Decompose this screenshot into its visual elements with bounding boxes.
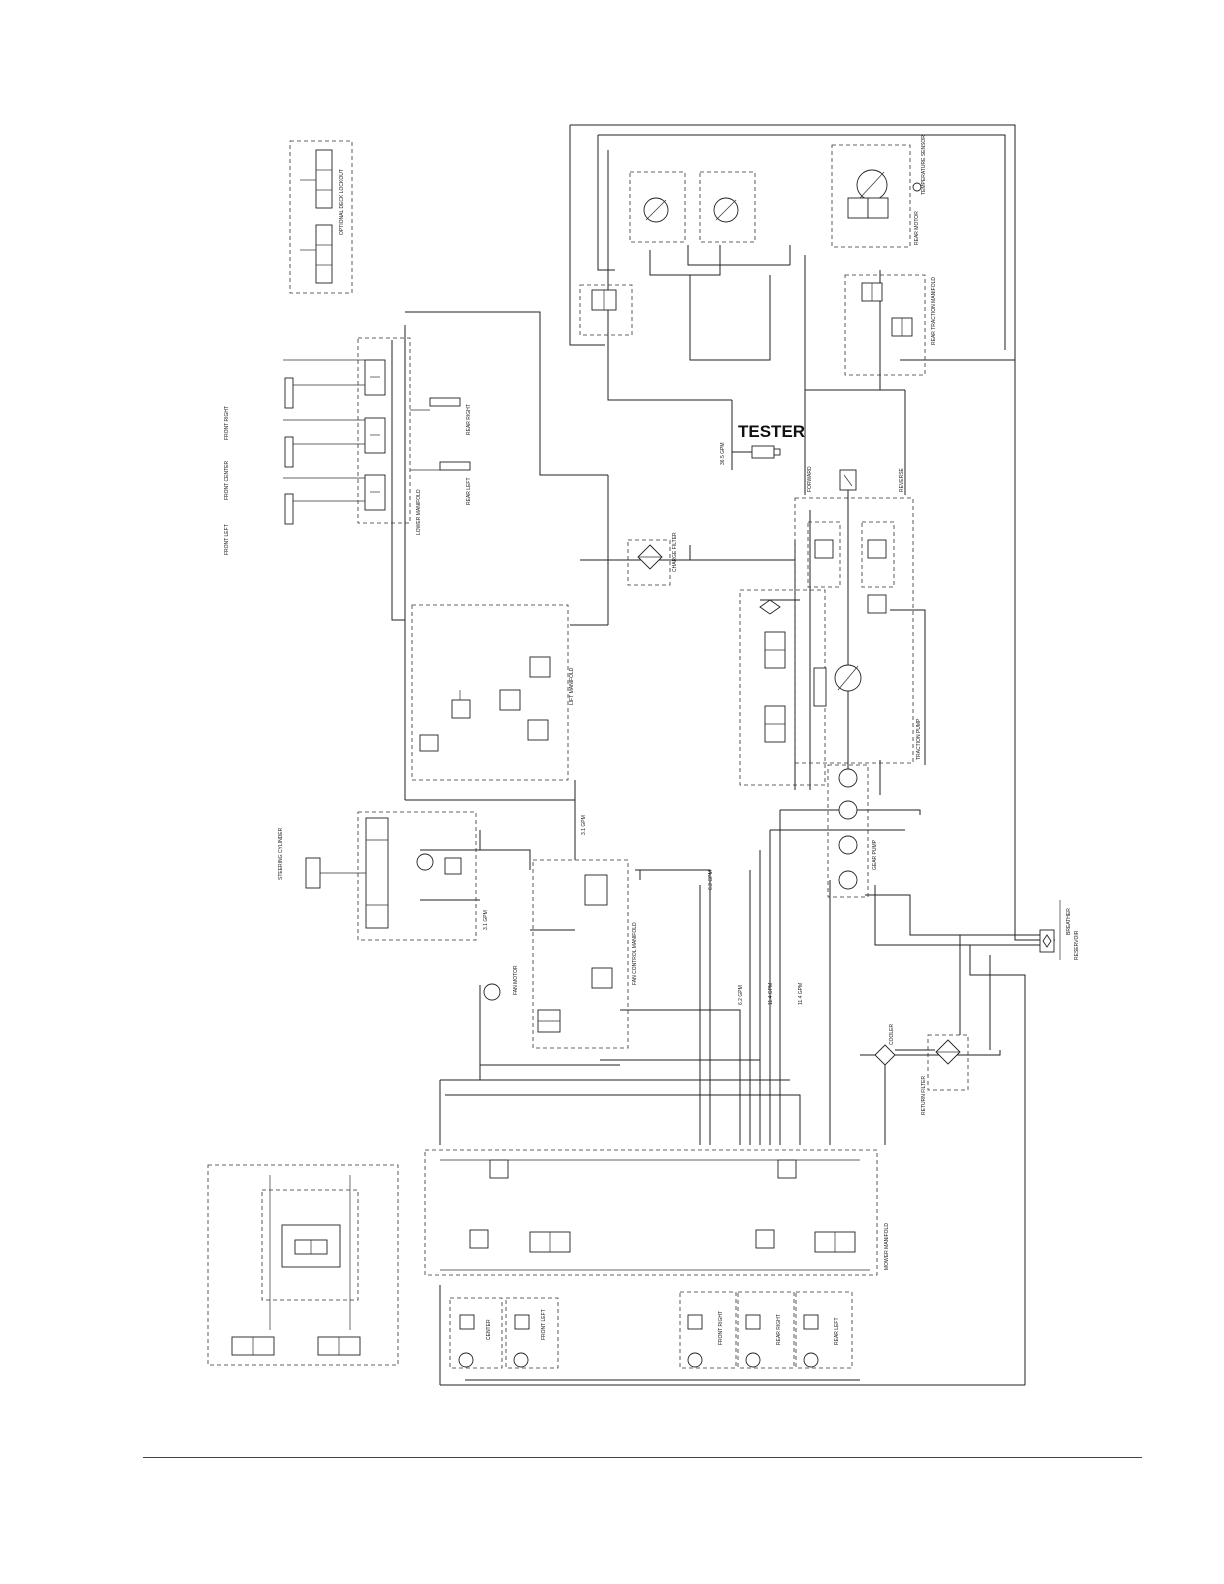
center-deck-label: CENTER — [486, 1319, 492, 1340]
cooler-return-filter: COOLER RETURN FILTER — [874, 1023, 969, 1115]
gear-pump: GEAR PUMP — [827, 764, 878, 898]
optional-deck-lockout-label: OPTIONAL DECK LOCKOUT — [339, 169, 345, 235]
flow-f2: 6.2 GPM — [738, 985, 744, 1005]
mower-motors: CENTER FRONT LEFT FRONT RIGHT REAR RIGHT… — [449, 1291, 853, 1369]
traction-pump: TRACTION PUMP — [739, 469, 922, 786]
rear-left-motor-label: REAR LEFT — [834, 1317, 840, 1345]
tester-icon — [751, 445, 775, 459]
optional-deck-lockout: OPTIONAL DECK LOCKOUT — [289, 140, 353, 294]
fan-control-manifold: FAN MOTOR FAN CONTROL MANIFOLD 6.2 GPM 6… — [483, 859, 804, 1049]
flow-f5: 3.1 GPM — [483, 910, 489, 930]
cooler-icon — [874, 1044, 896, 1066]
rear-left-deck-label: REAR LEFT — [466, 477, 472, 505]
fan-motor-icon — [483, 983, 501, 1001]
front-left-deck-label: FRONT LEFT — [224, 524, 230, 555]
breather-label: BREATHER — [1066, 908, 1072, 935]
flow-f4: 11.4 GPM — [798, 983, 804, 1005]
reservoir-group: BREATHER RESERVOIR — [1039, 900, 1080, 960]
fan-control-manifold-label: FAN CONTROL MANIFOLD — [632, 922, 638, 985]
rear-traction-manifold: REAR TRACTION MANIFOLD — [844, 274, 937, 376]
flow-f7: 36.5 GPM — [720, 442, 726, 465]
front-center-deck-label: FRONT CENTER — [224, 461, 230, 500]
charge-filter: CHARGE FILTER — [627, 532, 678, 586]
tester-group: TESTER 36.5 GPM FORWARD REVERSE — [720, 422, 905, 492]
traction-pump-label: TRACTION PUMP — [916, 718, 922, 760]
steering-group: STEERING CYLINDER 3.1 GPM 3.1 GPM — [278, 811, 587, 941]
cooler-label: COOLER — [889, 1023, 895, 1045]
reverse-label: REVERSE — [899, 467, 905, 492]
lift-manifold-label: LIFT MANIFOLD — [569, 667, 575, 705]
flow-f3: 11.4 GPM — [768, 983, 774, 1005]
lower-manifold-label: LOWER MANIFOLD — [416, 489, 422, 535]
rear-traction-manifold-label: REAR TRACTION MANIFOLD — [931, 277, 937, 345]
rear-motor-label: REAR MOTOR — [914, 211, 920, 245]
rear-right-deck-label: REAR RIGHT — [466, 404, 472, 435]
temperature-sensor-label: TEMPERATURE SENSOR — [921, 135, 927, 195]
return-filter-label: RETURN FILTER — [921, 1076, 927, 1115]
rear-motor-group: TEMPERATURE SENSOR REAR MOTOR — [579, 135, 927, 336]
flow-f6: 3.1 GPM — [581, 815, 587, 835]
charge-filter-label: CHARGE FILTER — [672, 532, 678, 572]
lift-manifold: LIFT MANIFOLD — [411, 604, 575, 781]
flow-f1: 6.2 GPM — [708, 870, 714, 890]
reservoir-label: RESERVOIR — [1074, 930, 1080, 960]
steering-cylinder-label: STEERING CYLINDER — [278, 827, 284, 880]
front-right-motor-label: FRONT RIGHT — [718, 1311, 724, 1345]
mower-manifold-label: MOWER MANIFOLD — [884, 1223, 890, 1270]
rear-right-motor-label: REAR RIGHT — [776, 1314, 782, 1345]
gear-pump-label: GEAR PUMP — [872, 839, 878, 870]
deck-cylinders: FRONT RIGHT FRONT CENTER FRONT LEFT REAR… — [224, 337, 472, 555]
main-lines — [391, 124, 1055, 1386]
forward-label: FORWARD — [807, 466, 813, 492]
mower-manifold: MOWER MANIFOLD — [424, 1149, 890, 1276]
front-right-deck-label: FRONT RIGHT — [224, 406, 230, 440]
tester-label: TESTER — [738, 422, 805, 441]
optional-flow-divider — [207, 1164, 399, 1366]
footer-rule — [143, 1457, 1142, 1458]
fan-motor-label: FAN MOTOR — [513, 965, 519, 995]
front-left-motor-label: FRONT LEFT — [541, 1309, 547, 1340]
temperature-sensor-icon — [912, 182, 922, 192]
